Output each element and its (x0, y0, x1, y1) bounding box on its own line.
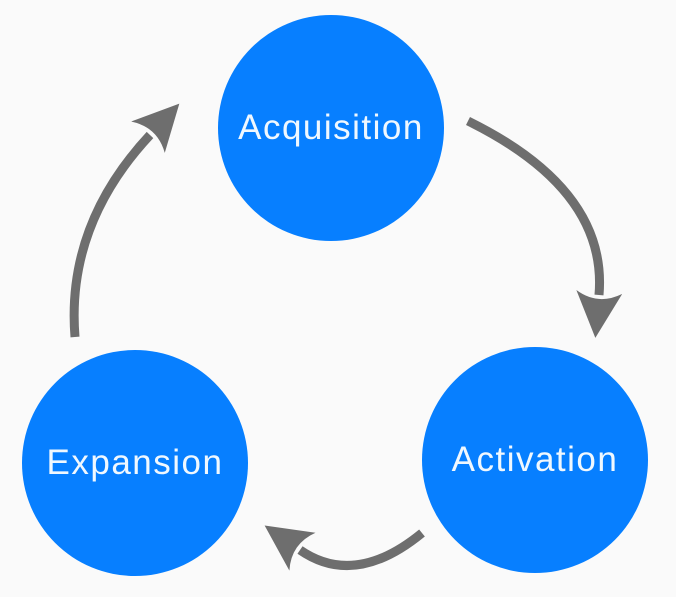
arrow-expansion-to-acquisition (69, 103, 180, 338)
arrow-acquisition-to-activation (466, 116, 623, 338)
node-activation: Activation (422, 347, 648, 573)
arrow-activation-to-expansion (264, 525, 425, 571)
node-expansion: Expansion (22, 350, 248, 576)
node-acquisition-label: Acquisition (238, 108, 424, 147)
node-expansion-label: Expansion (46, 443, 224, 482)
node-acquisition: Acquisition (218, 15, 444, 241)
node-activation-label: Activation (451, 440, 619, 479)
